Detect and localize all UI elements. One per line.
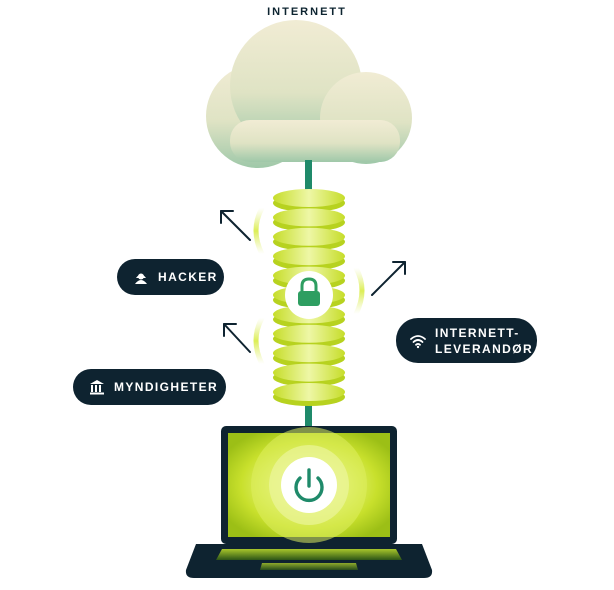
tunnel-disc [273,189,345,207]
power-icon [281,457,337,513]
tunnel-disc [273,324,345,343]
isp-text: INTERNETT- LEVERANDØR [435,325,534,356]
government-text: MYNDIGHETER [114,380,219,394]
hacker-icon [133,269,149,285]
isp-label: INTERNETT- LEVERANDØR [396,318,537,363]
tunnel-disc [273,208,345,227]
tunnel-disc [273,363,345,382]
tunnel-disc [273,344,345,363]
tunnel-disc [273,227,345,246]
hacker-label: HACKER [117,259,224,295]
government-label: MYNDIGHETER [73,369,226,405]
hacker-text: HACKER [158,270,218,284]
cloud-icon [206,20,412,168]
government-building-icon [89,379,105,395]
internet-title: INTERNETT [267,6,347,18]
tunnel-disc [273,247,345,266]
deflection-arrows [220,210,406,353]
deflection-arcs [253,205,365,367]
lock-icon [285,271,333,319]
wifi-icon [410,333,426,349]
tunnel-disc [273,383,345,401]
